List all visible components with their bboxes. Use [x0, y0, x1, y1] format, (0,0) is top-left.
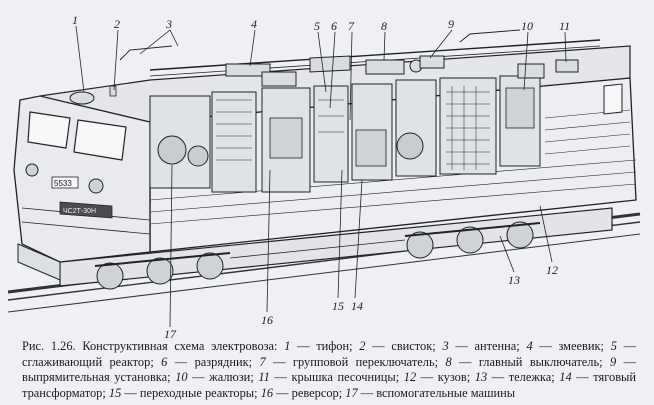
callout-14: 14: [351, 299, 363, 313]
locomotive-drawing: 1 2 3 4 5 6 7 8 9 10 11 12 13 14 15 16 1…: [7, 13, 641, 340]
caption-item-17: 17 — вспомогательные машины: [345, 385, 516, 400]
roof-equipment: [69, 29, 601, 105]
callout-10: 10: [521, 19, 533, 33]
locomotive-figure: 1 2 3 4 5 6 7 8 9 10 11 12 13 14 15 16 1…: [7, 13, 641, 340]
caption-prefix: Рис. 1.26. Конструктивная схема электров…: [22, 339, 285, 353]
caption-item-6: 6 — разрядник;: [161, 354, 260, 369]
callout-3: 3: [165, 17, 172, 31]
front-badge: ЧС2Т-30Н: [63, 208, 96, 215]
caption-item-11: 11 — крышка песочницы;: [258, 370, 404, 385]
callout-1: 1: [72, 13, 78, 27]
caption-item-10: 10 — жалюзи;: [175, 370, 259, 385]
caption-item-5: 5 — сглаживающий реактор;: [22, 339, 636, 369]
caption-item-9: 9 — выпрямительная установка;: [22, 354, 636, 385]
callout-numbers: 1 2 3 4 5 6 7 8 9 10 11 12 13 14 15 16 1…: [72, 13, 570, 340]
caption-item-16: 16 — реверсор;: [260, 385, 346, 400]
caption-item-12: 12 — кузов;: [403, 370, 475, 385]
front-plate-number: 5533: [54, 179, 72, 188]
callout-11: 11: [559, 19, 570, 33]
caption-item-14: 14 — тяговый трансформатор;: [22, 370, 636, 400]
callout-12: 12: [546, 263, 558, 277]
callout-7: 7: [348, 19, 355, 33]
callout-16: 16: [261, 313, 273, 327]
caption-item-2: 2 — свисток;: [359, 339, 443, 353]
callout-15: 15: [332, 299, 344, 313]
callout-2: 2: [114, 17, 120, 31]
bogies: [59, 207, 613, 290]
caption-item-4: 4 — змеевик;: [526, 339, 611, 353]
equipment: [149, 75, 541, 193]
callout-17: 17: [164, 327, 177, 340]
callout-9: 9: [448, 17, 454, 31]
callout-8: 8: [381, 19, 387, 33]
leader-lines: [75, 25, 567, 328]
callout-13: 13: [508, 273, 520, 287]
caption-item-15: 15 — переходные реакторы;: [108, 385, 261, 400]
callout-5: 5: [314, 19, 320, 33]
caption-item-3: 3 — антенна;: [442, 339, 527, 353]
callout-4: 4: [251, 17, 257, 31]
figure-caption: Рис. 1.26. Конструктивная схема электров…: [22, 339, 636, 401]
caption-item-13: 13 — тележка;: [474, 370, 560, 385]
caption-item-8: 8 — главный выключатель;: [445, 354, 610, 369]
callout-6: 6: [331, 19, 337, 33]
caption-item-7: 7 — групповой переключатель;: [259, 354, 446, 369]
caption-item-1: 1 — тифон;: [284, 339, 360, 353]
